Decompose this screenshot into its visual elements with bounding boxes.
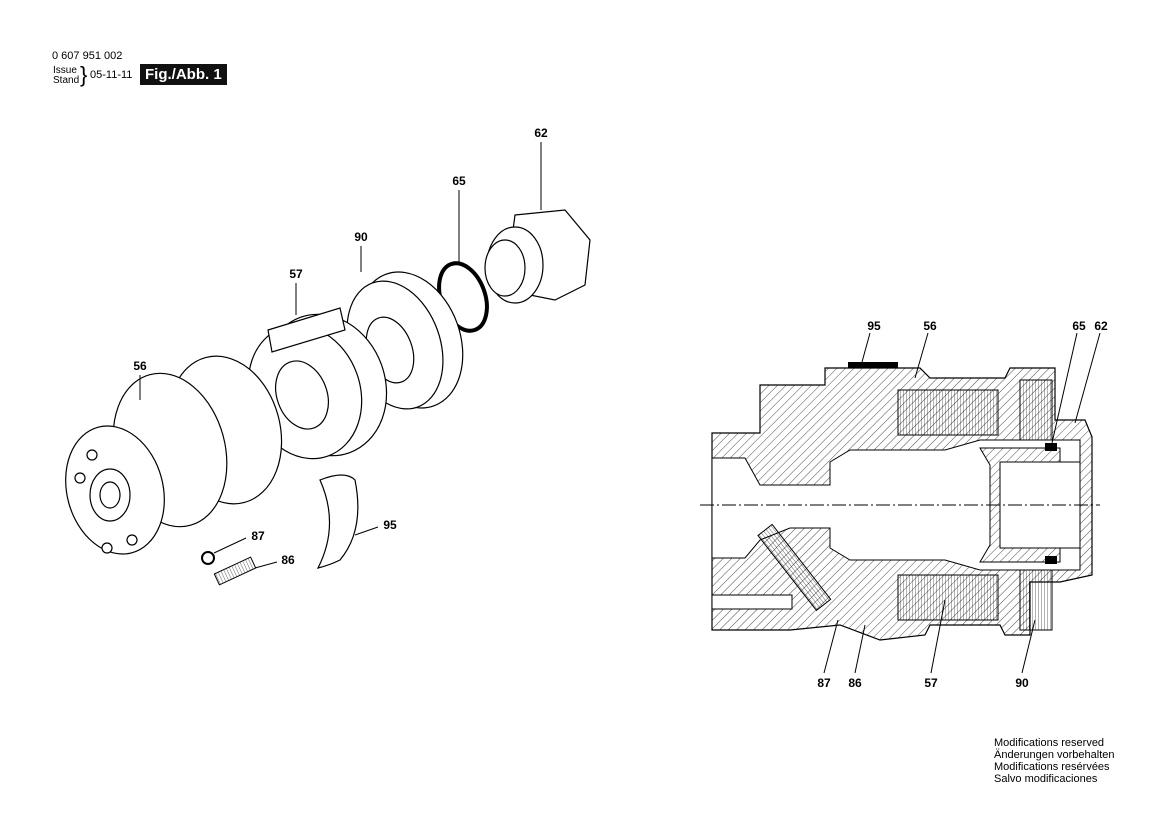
section-label-86: 86 xyxy=(848,676,862,690)
modifications-notice: Modifications reserved Änderungen vorbeh… xyxy=(994,737,1114,785)
issue-date: 05-11-11 xyxy=(90,69,133,81)
label-86: 86 xyxy=(281,553,295,567)
note-fr: Modifications resérvées xyxy=(994,761,1110,773)
note-en: Modifications reserved xyxy=(994,737,1105,749)
note-de: Änderungen vorbehalten xyxy=(994,749,1115,761)
label-56: 56 xyxy=(133,359,147,373)
issue-label: Issue xyxy=(53,65,77,76)
document-number: 0 607 951 002 xyxy=(52,50,123,62)
label-62: 62 xyxy=(534,126,548,140)
figure-label: Fig./Abb. 1 xyxy=(140,64,227,85)
section-label-90: 90 xyxy=(1015,676,1029,690)
part-56-body xyxy=(65,355,283,555)
section-label-65: 65 xyxy=(1072,319,1086,333)
exploded-view: 62 65 90 57 56 87 95 86 xyxy=(65,126,591,586)
label-87: 87 xyxy=(251,529,265,543)
section-view: 95 56 65 62 87 86 57 90 xyxy=(700,319,1108,690)
section-label-87: 87 xyxy=(817,676,831,690)
part-87-ring xyxy=(201,551,215,565)
label-57: 57 xyxy=(289,267,303,281)
note-es: Salvo modificaciones xyxy=(994,773,1098,785)
part-95-band xyxy=(316,474,359,569)
label-90: 90 xyxy=(354,230,368,244)
brace: } xyxy=(80,62,88,87)
label-95: 95 xyxy=(383,518,397,532)
stand-label: Stand xyxy=(53,75,80,86)
section-label-95: 95 xyxy=(867,319,881,333)
section-label-62: 62 xyxy=(1094,319,1108,333)
part-62-plug xyxy=(484,209,591,304)
part-86-screw xyxy=(213,556,257,586)
section-label-57: 57 xyxy=(924,676,938,690)
section-label-56: 56 xyxy=(923,319,937,333)
label-65: 65 xyxy=(452,174,466,188)
